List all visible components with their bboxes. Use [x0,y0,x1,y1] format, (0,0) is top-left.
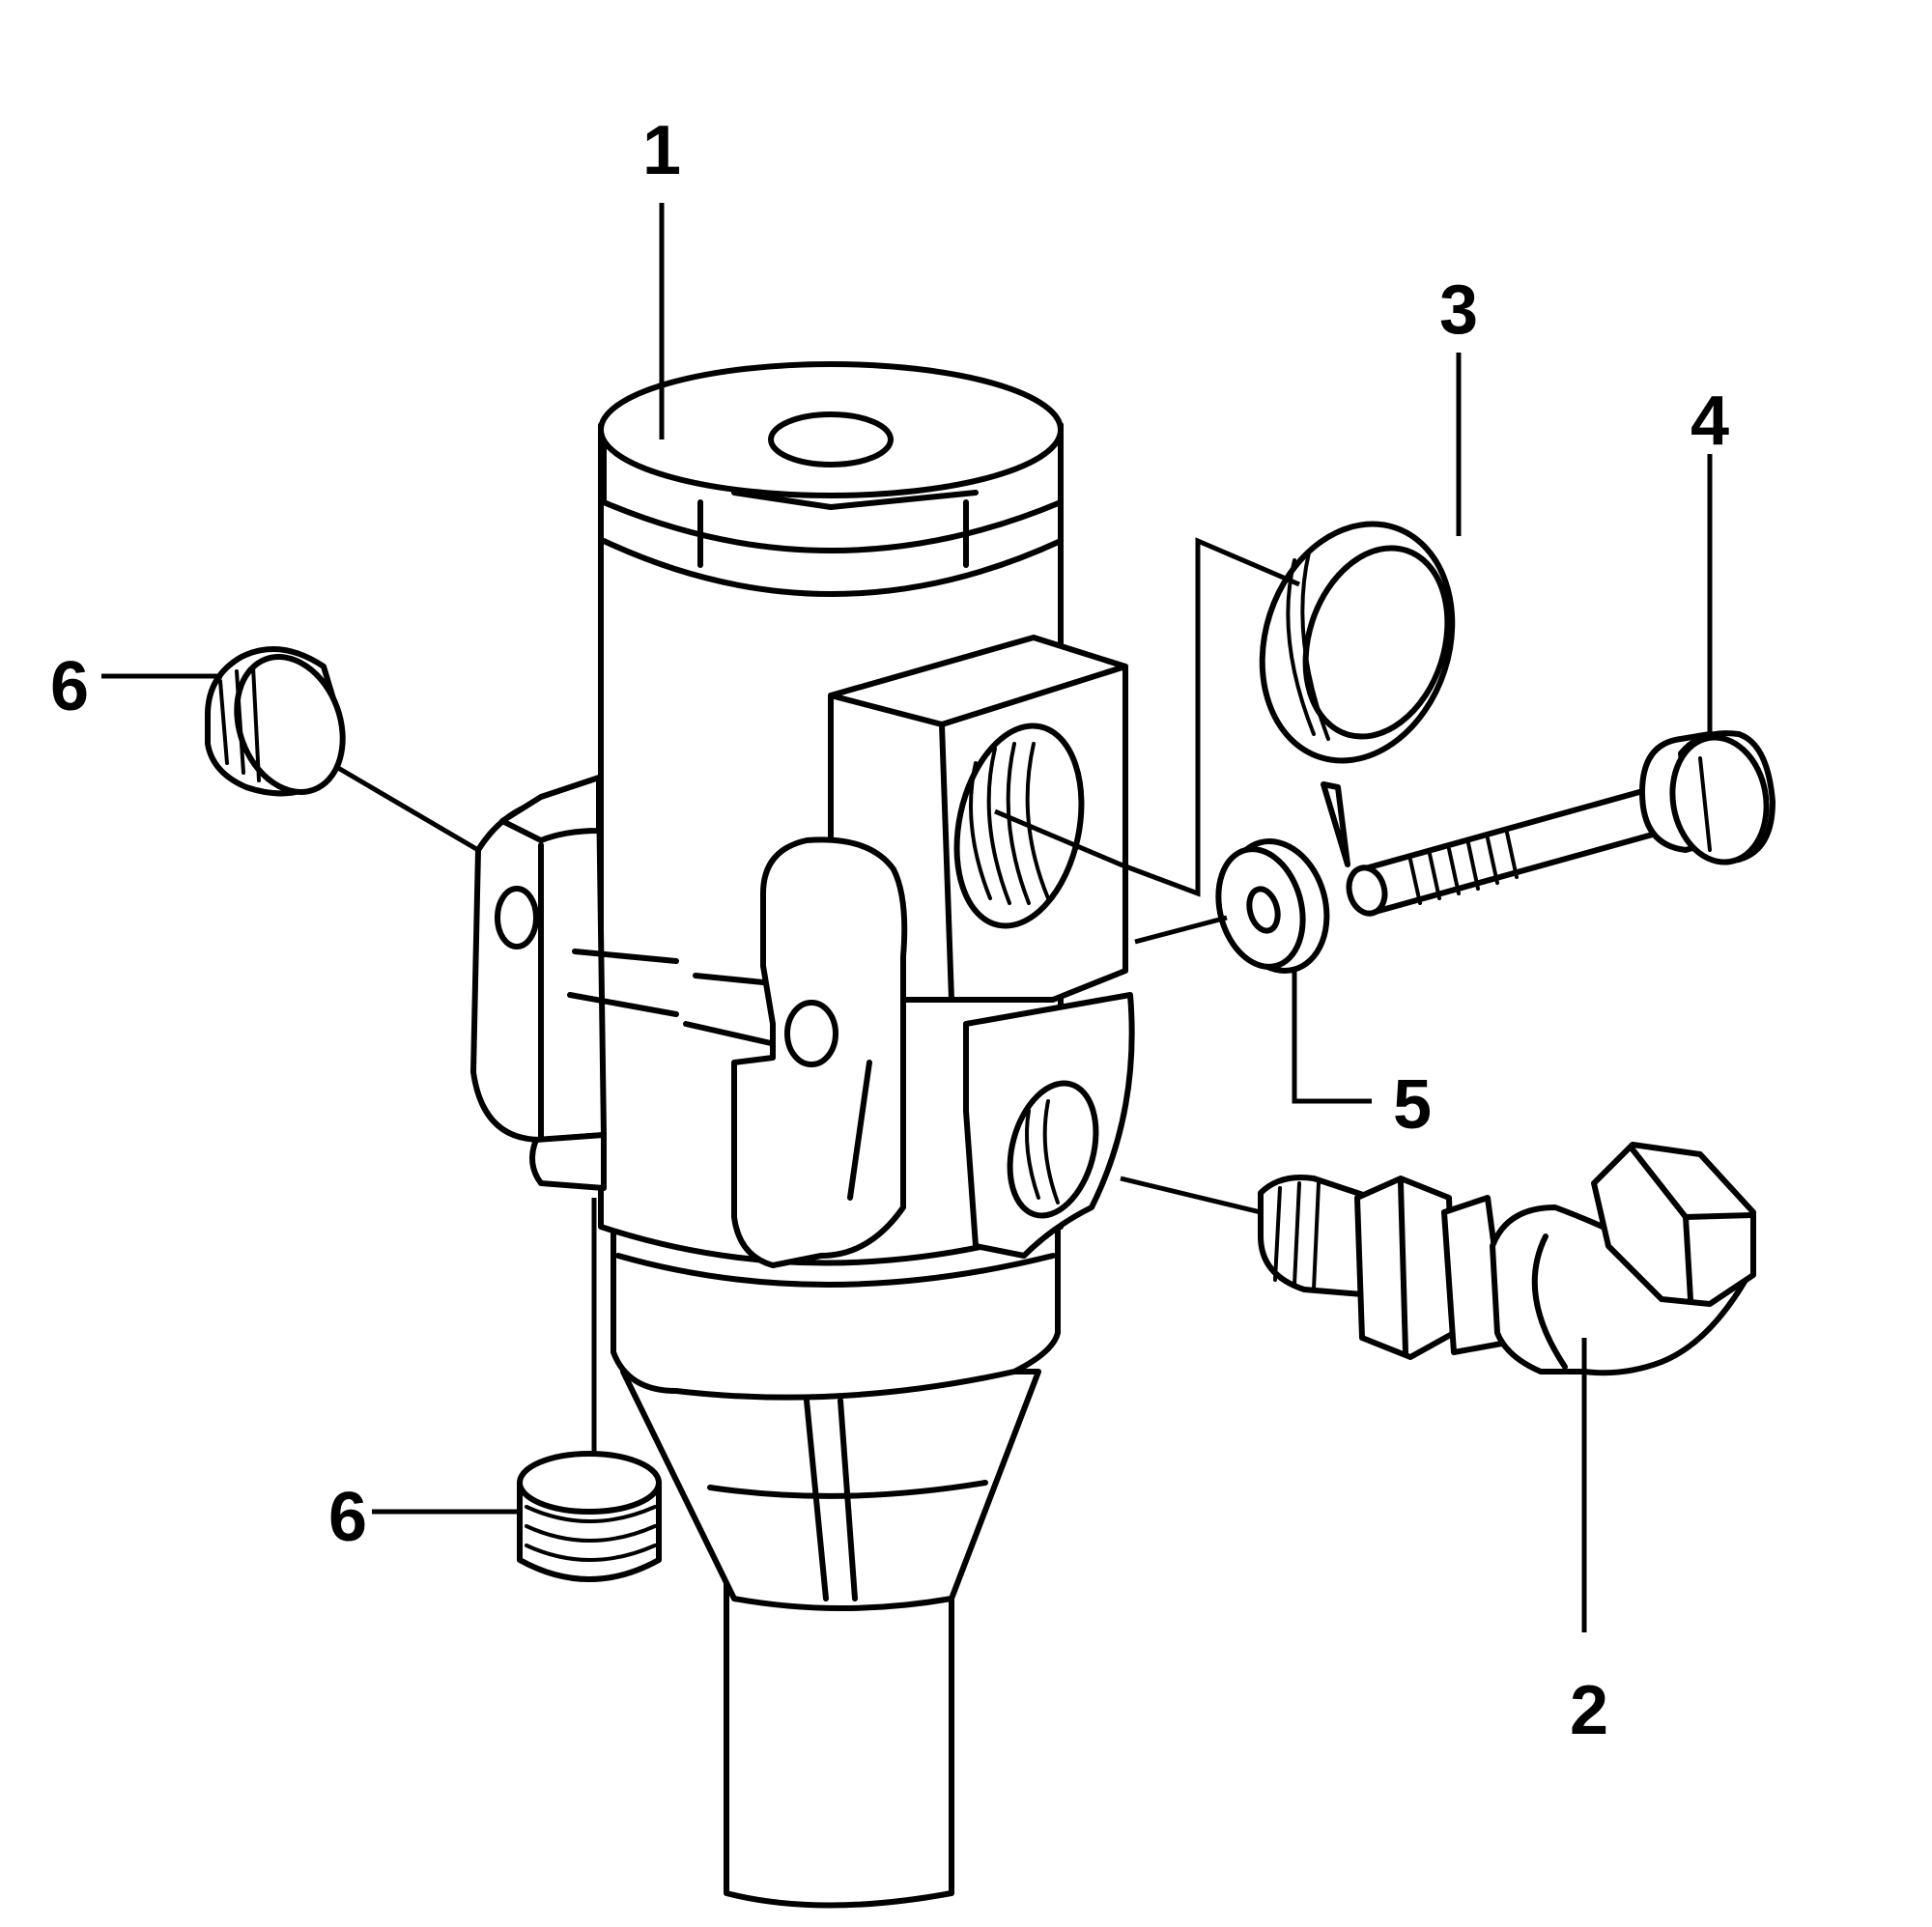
plug-cap-upper [205,646,346,797]
callout-leaders [101,203,1713,1632]
sealing-ring [1259,521,1456,764]
callout-5: 5 [1393,1066,1432,1144]
callout-6-lower: 6 [328,1479,367,1556]
elbow-fitting [1258,1142,1756,1376]
bolt [1321,730,1776,917]
connector-lines [336,537,1300,1454]
callout-1: 1 [642,112,681,189]
callout-4: 4 [1690,383,1729,460]
callout-6-upper: 6 [50,648,89,725]
callout-labels: 1 3 4 5 2 6 6 [50,112,1729,1749]
washer [1215,838,1330,974]
valve-body [470,361,1135,1909]
callout-2: 2 [1570,1672,1608,1749]
callout-3: 3 [1439,271,1478,349]
plug-cap-lower [517,1451,662,1582]
